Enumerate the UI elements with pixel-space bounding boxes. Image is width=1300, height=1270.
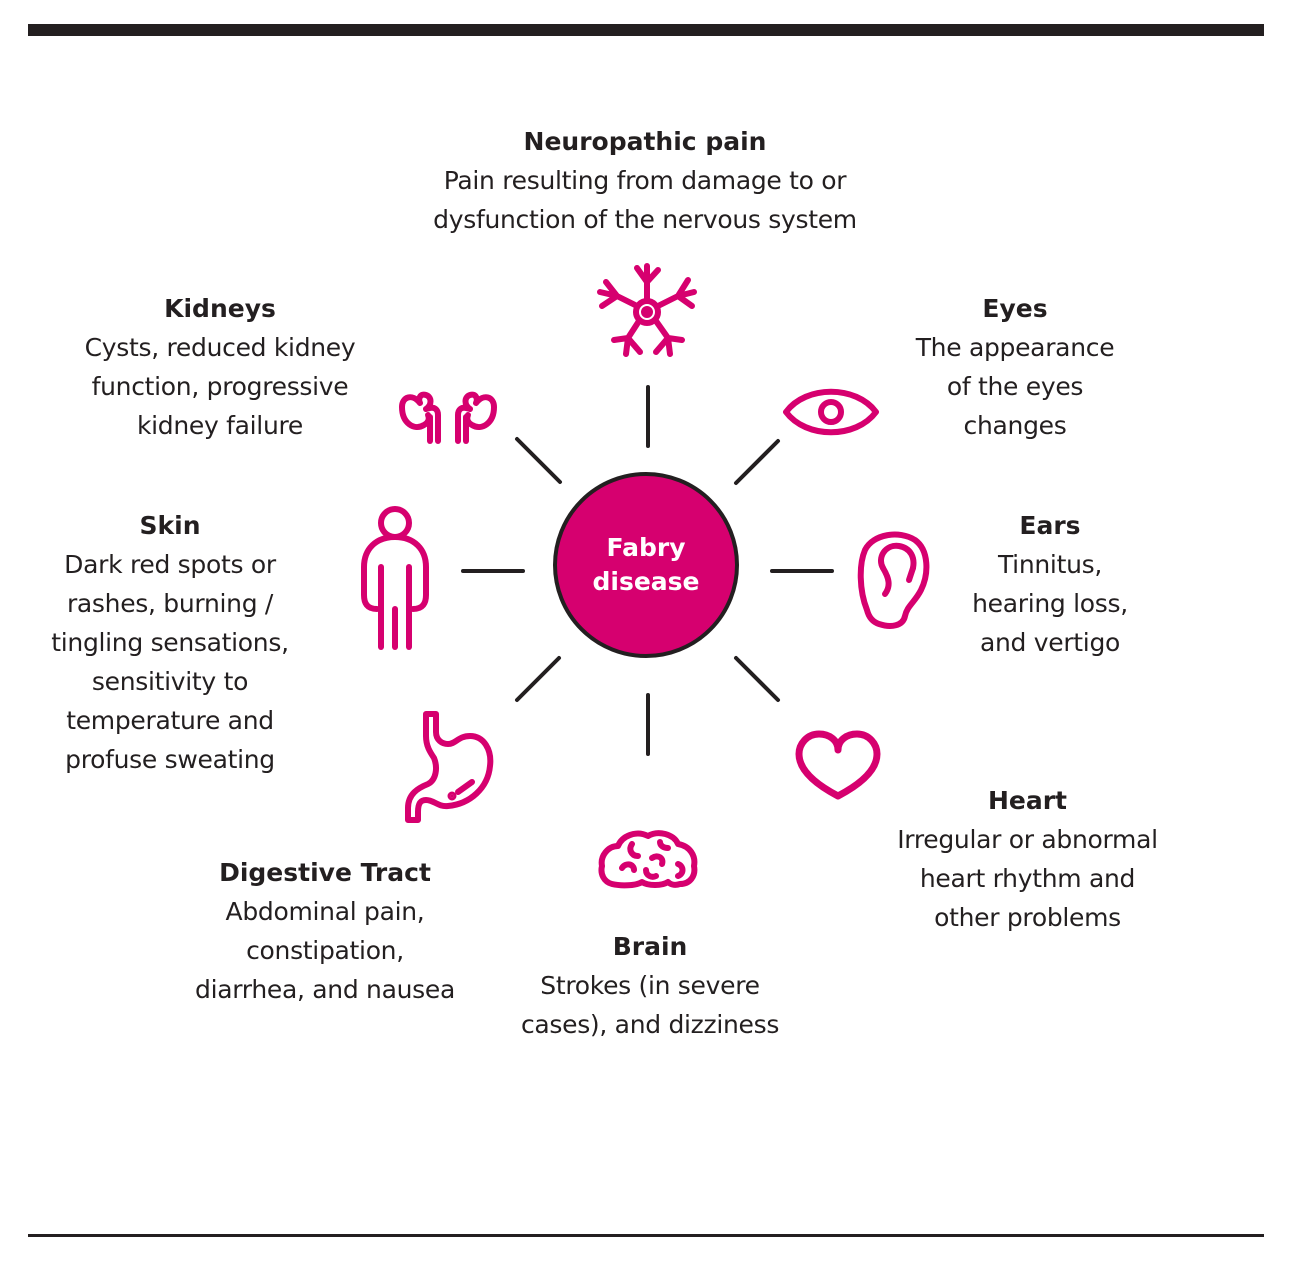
label-title: Kidneys (164, 294, 276, 323)
label-brain: Brain Strokes (in severe cases), and diz… (490, 927, 810, 1044)
spoke-bottom-right (734, 656, 780, 702)
label-description: Strokes (in severe cases), and dizziness (520, 971, 780, 1039)
bottom-rule (28, 1234, 1264, 1237)
label-title: Digestive Tract (219, 858, 431, 887)
ear-icon (855, 528, 931, 630)
center-label-line1: Fabry (606, 533, 686, 562)
label-description: Pain resulting from damage to or dysfunc… (433, 166, 857, 234)
spoke-bottom-left (515, 656, 561, 702)
kidneys-icon (398, 375, 498, 445)
heart-icon (795, 730, 881, 800)
label-neuropathic-pain: Neuropathic pain Pain resulting from dam… (380, 122, 910, 239)
label-description: Tinnitus, hearing loss, and vertigo (972, 550, 1128, 657)
person-icon (360, 505, 430, 653)
label-title: Skin (139, 511, 201, 540)
label-digestive-tract: Digestive Tract Abdominal pain, constipa… (165, 853, 485, 1009)
label-eyes: Eyes The appearance of the eyes changes (880, 289, 1150, 445)
spoke-top-left (515, 437, 562, 484)
spoke-top-right (734, 439, 780, 485)
label-title: Heart (987, 786, 1068, 815)
label-title: Neuropathic pain (523, 127, 767, 156)
label-description: The appearance of the eyes changes (915, 333, 1115, 440)
label-ears: Ears Tinnitus, hearing loss, and vertigo (940, 506, 1160, 662)
eye-icon (782, 383, 880, 441)
center-label-line2: disease (592, 567, 700, 596)
label-skin: Skin Dark red spots or rashes, burning /… (20, 506, 320, 779)
label-description: Cysts, reduced kidney function, progress… (84, 333, 356, 440)
center-node-fabry-disease: Fabry disease (553, 472, 739, 658)
top-rule (28, 24, 1264, 36)
label-description: Dark red spots or rashes, burning / ting… (51, 550, 289, 774)
label-title: Brain (612, 932, 688, 961)
label-kidneys: Kidneys Cysts, reduced kidney function, … (50, 289, 390, 445)
label-title: Eyes (982, 294, 1048, 323)
label-title: Ears (1019, 511, 1081, 540)
stomach-icon (400, 708, 496, 826)
brain-icon (598, 828, 698, 892)
label-heart: Heart Irregular or abnormal heart rhythm… (860, 781, 1195, 937)
neuron-icon (592, 260, 702, 364)
label-description: Abdominal pain, constipation, diarrhea, … (195, 897, 455, 1004)
label-description: Irregular or abnormal heart rhythm and o… (897, 825, 1158, 932)
